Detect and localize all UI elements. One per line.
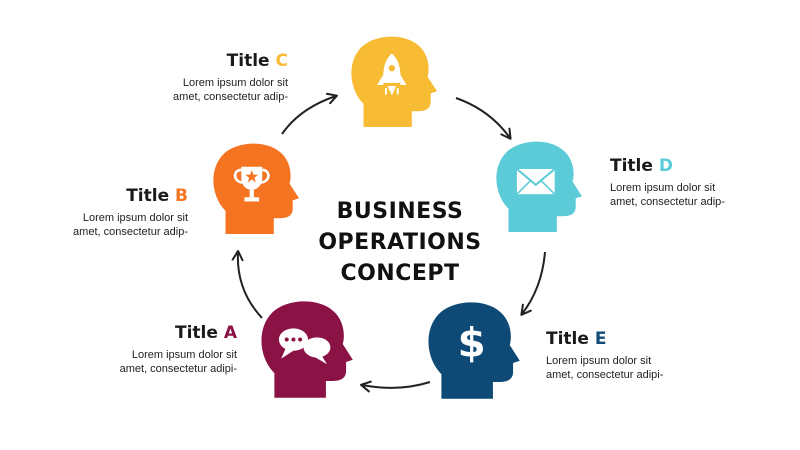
label-d-desc-line-1: Lorem ipsum dolor sit xyxy=(610,182,716,194)
center-heading-line-1: BUSINESS xyxy=(336,199,464,224)
rocket-icon xyxy=(377,53,407,96)
head-c xyxy=(351,36,437,128)
dollar-icon: $ xyxy=(458,319,486,366)
label-d-desc: Lorem ipsum dolor sit amet, consectetur … xyxy=(610,181,800,209)
head-a xyxy=(261,301,353,398)
label-b-desc-line-2: amet, consectetur adip- xyxy=(73,226,188,238)
arrow-a-to-b xyxy=(231,250,263,319)
label-a-desc-line-1: Lorem ipsum dolor sit xyxy=(131,349,237,361)
label-e-letter: E xyxy=(594,329,607,349)
label-e-title: Title E xyxy=(546,328,746,350)
label-b-title: Title B xyxy=(0,185,188,207)
label-c-title: Title C xyxy=(88,50,288,72)
label-b-title-word: Title xyxy=(126,186,170,206)
label-a-desc-line-2: amet, consectetur adipi- xyxy=(119,363,237,375)
label-e-title-word: Title xyxy=(546,329,589,349)
label-b-desc: Lorem ipsum dolor sit amet, consectetur … xyxy=(0,211,188,239)
label-b-desc-line-1: Lorem ipsum dolor sit xyxy=(82,212,188,224)
label-a: Title A Lorem ipsum dolor sit amet, cons… xyxy=(37,322,237,376)
label-c-desc-line-2: amet, consectetur adip- xyxy=(173,91,288,103)
head-d xyxy=(496,141,582,232)
label-a-title: Title A xyxy=(37,322,237,344)
label-d-desc-line-2: amet, consectetur adip- xyxy=(610,196,725,208)
trophy-icon xyxy=(233,166,270,202)
label-d-letter: D xyxy=(658,156,673,176)
label-a-letter: A xyxy=(223,323,237,343)
center-heading-line-3: CONCEPT xyxy=(340,261,460,286)
label-d-title-word: Title xyxy=(610,156,653,176)
label-a-title-word: Title xyxy=(174,323,218,343)
label-d: Title D Lorem ipsum dolor sit amet, cons… xyxy=(610,155,800,209)
arrow-b-to-c xyxy=(281,92,338,135)
label-d-title: Title D xyxy=(610,155,800,177)
head-b xyxy=(213,143,299,234)
label-e-desc-line-2: amet, consectetur adipi- xyxy=(546,369,664,381)
center-heading-line-2: OPERATIONS xyxy=(318,230,482,255)
label-b-letter: B xyxy=(175,186,188,206)
label-e-desc: Lorem ipsum dolor sit amet, consectetur … xyxy=(546,354,746,382)
arrow-d-to-e xyxy=(520,251,546,316)
label-a-desc: Lorem ipsum dolor sit amet, consectetur … xyxy=(37,348,237,376)
arrow-e-to-a xyxy=(360,380,431,393)
label-e: Title E Lorem ipsum dolor sit amet, cons… xyxy=(546,328,746,382)
envelope-icon xyxy=(516,168,556,195)
head-e: $ xyxy=(428,302,520,399)
center-heading: BUSINESS OPERATIONS CONCEPT xyxy=(270,196,530,289)
label-c-desc-line-1: Lorem ipsum dolor sit xyxy=(182,77,288,89)
label-c: Title C Lorem ipsum dolor sit amet, cons… xyxy=(88,50,288,104)
label-b: Title B Lorem ipsum dolor sit amet, cons… xyxy=(0,185,188,239)
label-e-desc-line-1: Lorem ipsum dolor sit xyxy=(546,355,652,367)
label-c-desc: Lorem ipsum dolor sit amet, consectetur … xyxy=(88,76,288,104)
arrow-c-to-d xyxy=(455,97,512,140)
chat-bubbles-icon xyxy=(278,328,331,365)
label-c-letter: C xyxy=(275,51,288,71)
label-c-title-word: Title xyxy=(226,51,270,71)
